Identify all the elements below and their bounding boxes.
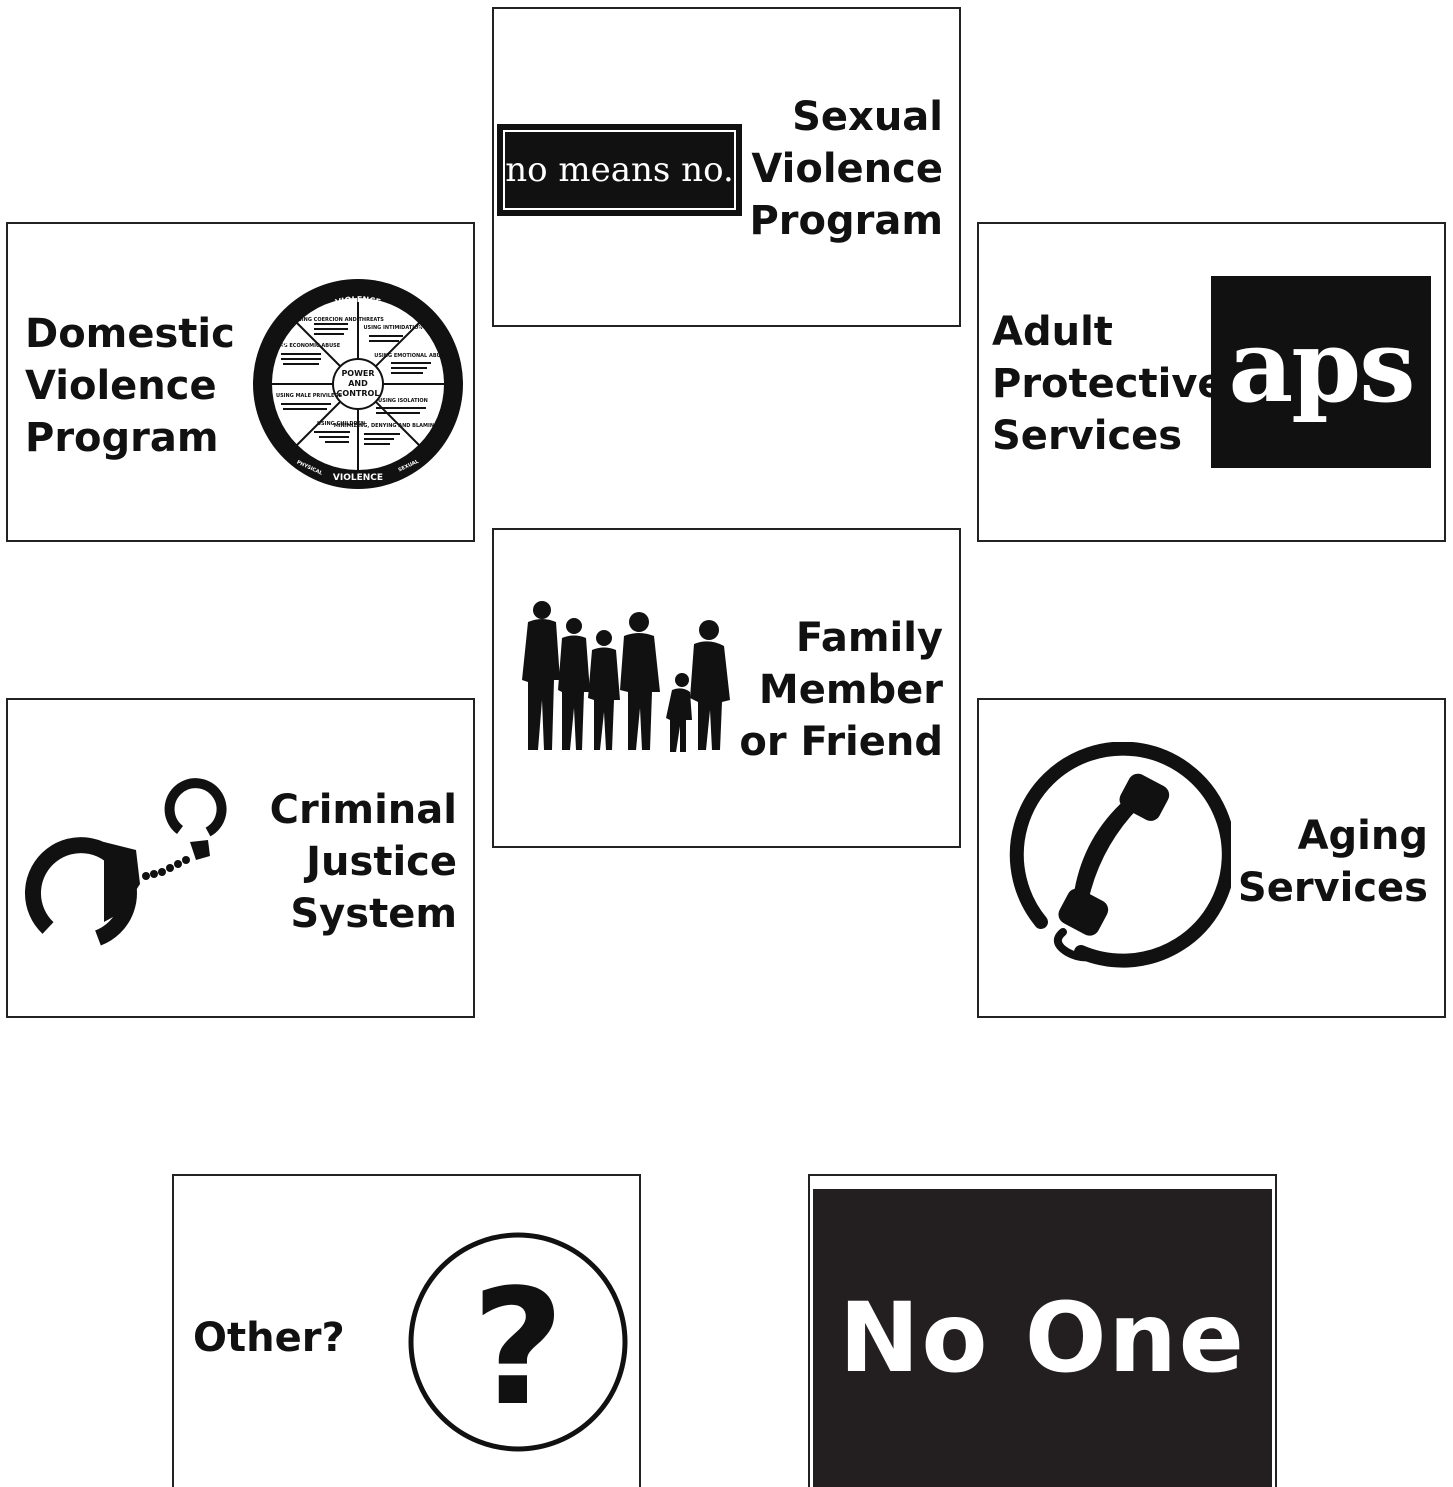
card-domestic-violence[interactable]: Domestic Violence Program POWER AND CONT… (6, 222, 475, 542)
wheel-spoke-7: USING MALE PRIVILEGE (276, 393, 343, 399)
card-sexual-violence[interactable]: no means no. Sexual Violence Program (492, 7, 961, 327)
family-silhouette-icon (522, 601, 730, 752)
wheel-spoke-1: USING COERCION AND THREATS (294, 317, 384, 323)
handcuffs-icon (24, 778, 227, 946)
aps-logo: aps (1211, 276, 1431, 468)
card-criminal-justice[interactable]: Criminal Justice System (6, 698, 475, 1018)
no-means-no-sign: no means no. (497, 124, 742, 216)
adult-protective-label: Adult Protective Services (992, 309, 1225, 459)
wheel-outer-bottom: VIOLENCE (333, 473, 383, 483)
question-mark-glyph: ? (472, 1254, 565, 1441)
wheel-spoke-3: USING EMOTIONAL ABUSE (374, 353, 448, 359)
wheel-hub-line-2: AND (348, 379, 368, 388)
question-mark-icon: ? (408, 1232, 628, 1452)
other-label: Other? (193, 1315, 345, 1361)
card-other[interactable]: Other? ? (172, 1174, 641, 1487)
no-means-no-text: no means no. (505, 150, 734, 190)
wheel-spoke-8: USING ECONOMIC ABUSE (270, 343, 341, 349)
card-adult-protective-services[interactable]: Adult Protective Services aps (977, 222, 1446, 542)
no-one-text: No One (839, 1282, 1246, 1394)
card-no-one[interactable]: No One (808, 1174, 1277, 1487)
wheel-spoke-4: USING ISOLATION (378, 398, 428, 404)
wheel-spoke-6: USING CHILDREN (317, 421, 365, 427)
sexual-violence-label: Sexual Violence Program (749, 94, 943, 244)
wheel-outer-top: VIOLENCE (334, 295, 381, 307)
criminal-justice-label: Criminal Justice System (269, 787, 457, 937)
aps-logo-text: aps (1228, 307, 1415, 425)
aging-services-label: Aging Services (1237, 813, 1428, 911)
power-control-wheel: POWER AND CONTROL USING COERCION AND THR… (253, 279, 463, 489)
card-family-member-friend[interactable]: Family Member or Friend (492, 528, 961, 848)
wheel-spoke-2: USING INTIMIDATION (363, 325, 422, 331)
domestic-violence-label: Domestic Violence Program (25, 311, 235, 461)
svg-text:VIOLENCE: VIOLENCE (334, 295, 381, 307)
wheel-hub-line-1: POWER (341, 369, 374, 378)
no-one-panel: No One (813, 1189, 1272, 1487)
card-aging-services[interactable]: Aging Services (977, 698, 1446, 1018)
phone-icon (1009, 742, 1231, 968)
family-friend-label: Family Member or Friend (739, 615, 943, 765)
wheel-hub-line-3: CONTROL (337, 389, 380, 398)
wheel-spoke-5: MINIMIZING, DENYING AND BLAMING (334, 423, 438, 429)
